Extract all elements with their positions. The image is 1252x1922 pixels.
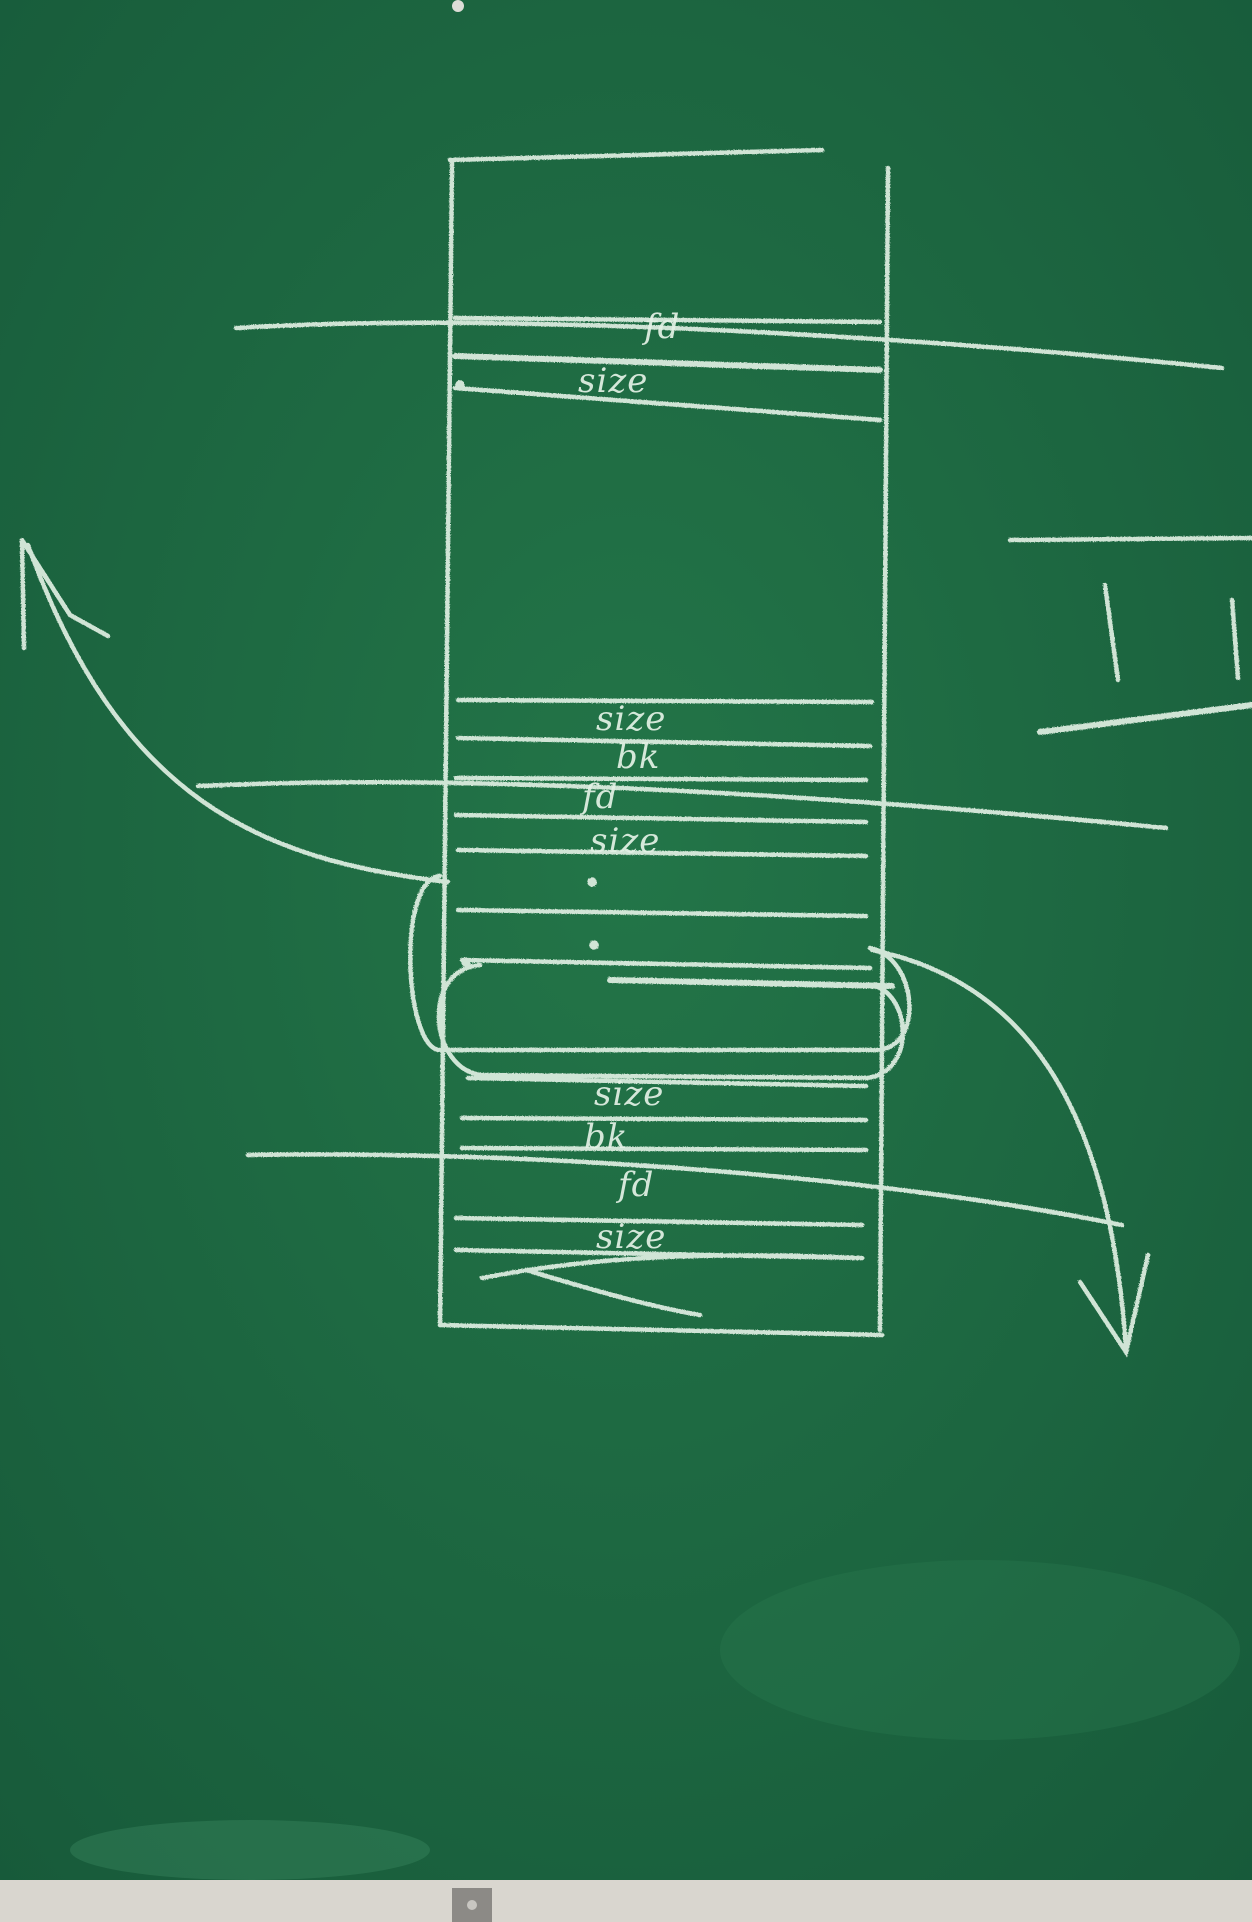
board-nail: [452, 0, 464, 12]
label-size-2: size: [596, 699, 666, 739]
divider: [459, 957, 873, 971]
chalk-drawing: [19, 147, 1252, 1358]
label-fd-5: fd: [615, 1165, 654, 1205]
column-right: [877, 165, 891, 1333]
divider: [453, 812, 869, 825]
chalk-dot: [461, 957, 471, 967]
label-size-3: size: [590, 821, 660, 861]
label-size-top: size: [578, 361, 648, 401]
right-tick-1: [1102, 582, 1121, 683]
divider: [455, 907, 869, 919]
selection-stroke: [607, 977, 895, 989]
board-surface: [0, 0, 1252, 1880]
selection-outer: [408, 873, 912, 1053]
divider: [459, 1115, 869, 1123]
label-bk-2: bk: [616, 737, 660, 777]
right-line-upper: [1007, 535, 1252, 543]
divider: [453, 775, 869, 783]
selection-inner: [436, 962, 905, 1081]
divider: [452, 353, 883, 373]
left-arrow-curve: [25, 542, 451, 885]
divider: [452, 315, 883, 325]
divider: [455, 697, 875, 705]
chalk-smudge: [70, 1820, 430, 1880]
label-bk-4: bk: [584, 1117, 628, 1157]
divider: [453, 1215, 865, 1228]
divider: [455, 847, 869, 859]
bottom-arrow-head: [523, 1267, 703, 1318]
long-line-top: [233, 320, 1225, 371]
long-line-low: [245, 1152, 1125, 1228]
column-left: [437, 157, 455, 1328]
chalk-dot: [589, 940, 599, 950]
divider: [459, 1145, 869, 1153]
chalk-dot: [455, 380, 465, 390]
label-size-5: size: [596, 1217, 666, 1257]
divider: [465, 1075, 869, 1089]
divider: [452, 385, 883, 423]
long-line-mid: [195, 780, 1169, 831]
divider: [455, 735, 873, 749]
chalk-smudge: [720, 1560, 1240, 1740]
chalk-ledge: [0, 1880, 1252, 1922]
right-arrow-curve: [869, 947, 1129, 1353]
column-bottom: [437, 1322, 885, 1338]
chalk-labels: fd size size bk fd size size bk fd size: [578, 307, 680, 1257]
right-line-lower: [1037, 702, 1252, 735]
right-tick-2: [1229, 597, 1241, 681]
label-fd-top: fd: [641, 307, 680, 347]
chalk-dot: [587, 877, 597, 887]
column-top: [447, 147, 825, 163]
left-arrow-head: [19, 537, 111, 651]
ledge-clip-screw: [467, 1900, 477, 1910]
label-fd-3: fd: [579, 777, 618, 817]
label-size-4: size: [594, 1074, 664, 1114]
right-arrow-head: [1077, 1252, 1151, 1358]
